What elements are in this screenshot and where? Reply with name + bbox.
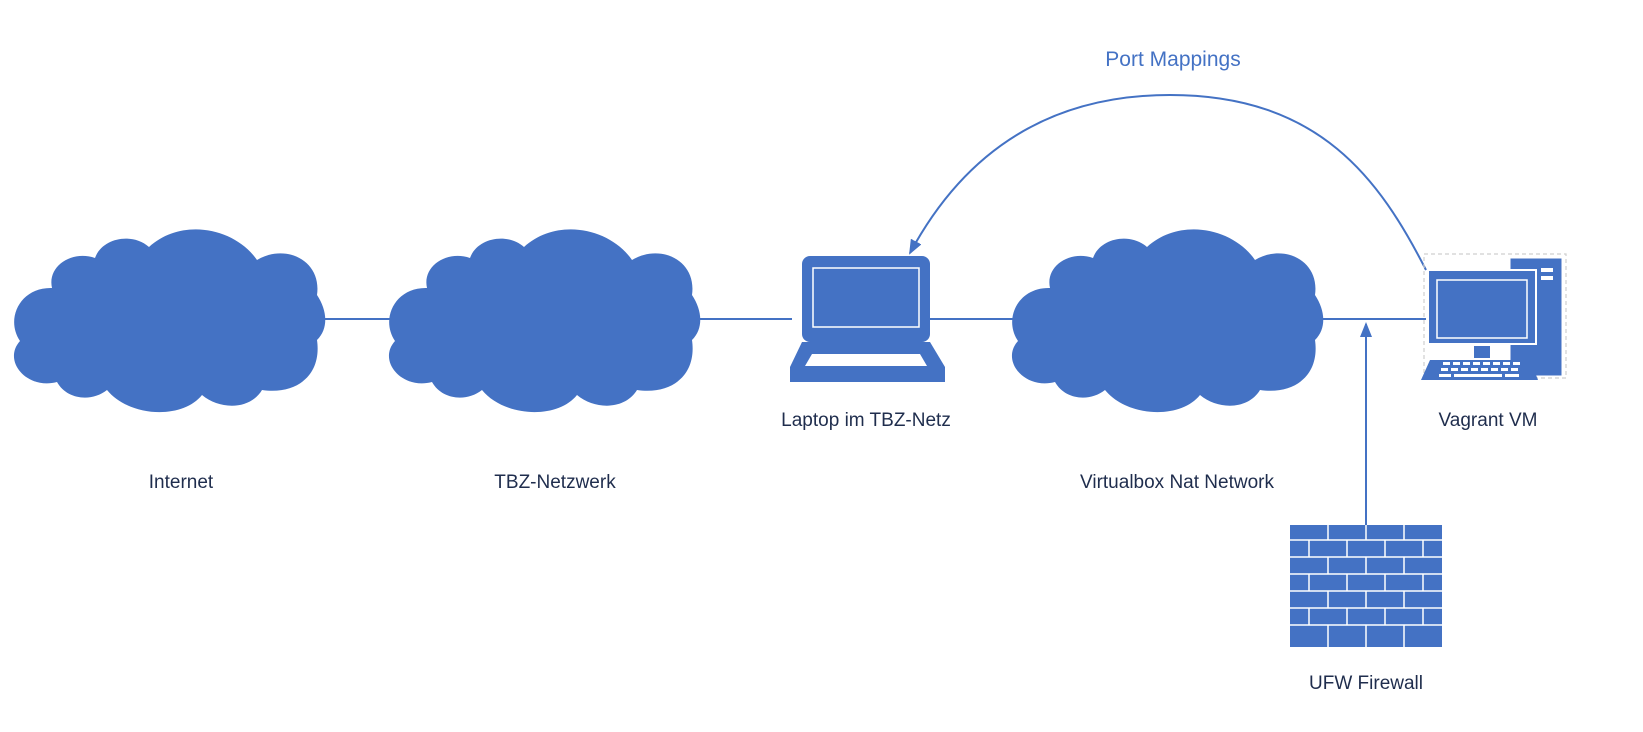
ufw-firewall-label: UFW Firewall	[1309, 673, 1423, 694]
tbz-netzwerk-label: TBZ-Netzwerk	[494, 472, 616, 493]
port-mappings-label: Port Mappings	[1105, 48, 1241, 71]
cloud-tbz-netzwerk-icon	[388, 229, 701, 413]
laptop-icon	[790, 256, 945, 382]
cloud-virtualbox-icon	[1011, 229, 1324, 413]
cloud-internet-icon	[13, 229, 326, 413]
desktop-computer-icon	[1421, 253, 1567, 380]
port-mapping-arrow	[909, 93, 1427, 271]
connection-lines	[305, 93, 1427, 525]
brick-wall-firewall-icon	[1290, 525, 1442, 647]
vagrant-vm-label: Vagrant VM	[1438, 410, 1538, 431]
internet-label: Internet	[148, 472, 214, 493]
virtualbox-label: Virtualbox Nat Network	[1080, 472, 1274, 493]
laptop-label: Laptop im TBZ-Netz	[781, 410, 951, 431]
